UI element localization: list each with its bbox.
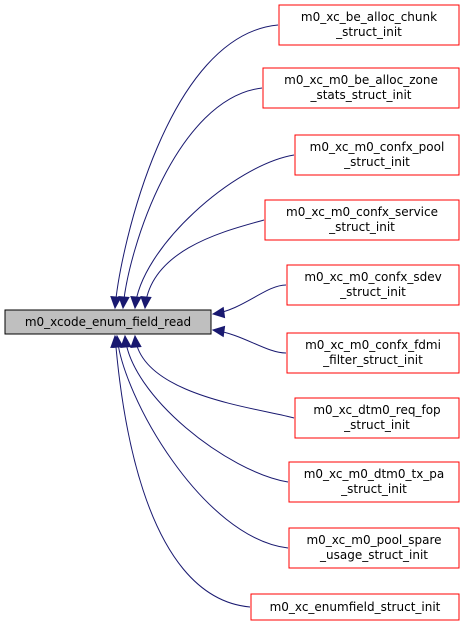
caller-node-box bbox=[288, 527, 460, 569]
caller-node-m0-xc-m0-be-alloc-zone-stats-struct-init[interactable]: m0_xc_m0_be_alloc_zone_stats_struct_init bbox=[262, 67, 460, 109]
call-edge bbox=[134, 335, 295, 419]
caller-node-label: _stats_struct_init bbox=[309, 88, 411, 102]
call-edge bbox=[114, 335, 251, 608]
focus-node-box bbox=[4, 309, 212, 335]
caller-node-m0-xc-dtm0-req-fop-struct-init[interactable]: m0_xc_dtm0_req_fop_struct_init bbox=[294, 397, 460, 439]
caller-node-box bbox=[286, 264, 460, 306]
caller-node-label: m0_xc_m0_confx_fdmi bbox=[305, 338, 441, 352]
call-edge bbox=[124, 335, 289, 483]
graph-nodes: m0_xcode_enum_field_read m0_xc_be_alloc_… bbox=[4, 4, 460, 621]
caller-node-m0-xc-m0-confx-pool-struct-init[interactable]: m0_xc_m0_confx_pool_struct_init bbox=[294, 134, 460, 176]
caller-node-label: _struct_init bbox=[340, 482, 407, 496]
caller-node-box bbox=[288, 461, 460, 503]
caller-node-box bbox=[286, 332, 460, 374]
caller-node-m0-xc-m0-dtm0-tx-pa-struct-init[interactable]: m0_xc_m0_dtm0_tx_pa_struct_init bbox=[288, 461, 460, 503]
call-edge bbox=[122, 87, 263, 309]
edge-arrowhead bbox=[211, 306, 226, 319]
caller-node-m0-xc-m0-confx-fdmi-filter-struct-init[interactable]: m0_xc_m0_confx_fdmi_filter_struct_init bbox=[286, 332, 460, 374]
edge-arrowhead bbox=[140, 296, 152, 310]
caller-node-label: m0_xc_m0_be_alloc_zone bbox=[284, 73, 438, 87]
caller-node-box bbox=[262, 67, 460, 109]
call-edges bbox=[110, 24, 295, 608]
edge-arrowhead bbox=[130, 334, 142, 348]
call-edge bbox=[134, 154, 295, 309]
edge-arrowhead bbox=[118, 296, 130, 310]
caller-node-label: _struct_init bbox=[335, 25, 402, 39]
caller-node-label: m0_xc_m0_dtm0_tx_pa bbox=[304, 467, 445, 481]
caller-node-m0-xc-enumfield-struct-init[interactable]: m0_xc_enumfield_struct_init bbox=[250, 593, 460, 621]
call-edge bbox=[114, 24, 279, 309]
caller-node-box bbox=[294, 397, 460, 439]
caller-node-box bbox=[264, 199, 460, 241]
caller-node-label: m0_xc_enumfield_struct_init bbox=[270, 600, 441, 614]
caller-node-m0-xc-m0-confx-sdev-struct-init[interactable]: m0_xc_m0_confx_sdev_struct_init bbox=[286, 264, 460, 306]
caller-node-box bbox=[278, 4, 460, 46]
call-edge bbox=[116, 335, 289, 549]
caller-node-label: _usage_struct_init bbox=[319, 548, 428, 562]
edge-arrowhead bbox=[211, 325, 226, 338]
caller-node-label: _struct_init bbox=[343, 155, 410, 169]
caller-node-label: m0_xc_m0_confx_service bbox=[286, 205, 438, 219]
caller-node-label: m0_xc_m0_pool_spare bbox=[306, 533, 441, 547]
caller-node-box bbox=[294, 134, 460, 176]
caller-node-m0-xc-m0-pool-spare-usage-struct-init[interactable]: m0_xc_m0_pool_spare_usage_struct_init bbox=[288, 527, 460, 569]
caller-node-box bbox=[250, 593, 460, 621]
focus-node[interactable]: m0_xcode_enum_field_read bbox=[4, 309, 212, 335]
caller-node-label: _struct_init bbox=[339, 285, 406, 299]
caller-node-m0-xc-m0-confx-service-struct-init[interactable]: m0_xc_m0_confx_service_struct_init bbox=[264, 199, 460, 241]
edge-arrowhead bbox=[110, 296, 122, 310]
edge-arrowhead bbox=[130, 296, 142, 310]
caller-node-label: _struct_init bbox=[328, 220, 395, 234]
call-edge bbox=[144, 219, 265, 309]
caller-node-label: m0_xc_m0_confx_pool bbox=[310, 140, 445, 154]
edge-arrowhead bbox=[110, 334, 122, 348]
edge-arrowhead bbox=[120, 334, 132, 348]
caller-node-label: _filter_struct_init bbox=[322, 353, 423, 367]
caller-node-label: m0_xc_m0_confx_sdev bbox=[304, 270, 441, 284]
caller-node-m0-xc-be-alloc-chunk-struct-init[interactable]: m0_xc_be_alloc_chunk_struct_init bbox=[278, 4, 460, 46]
caller-node-label: m0_xc_dtm0_req_fop bbox=[313, 403, 440, 417]
caller-node-label: m0_xc_be_alloc_chunk bbox=[301, 10, 437, 24]
caller-node-label: _struct_init bbox=[343, 418, 410, 432]
focus-node-label: m0_xcode_enum_field_read bbox=[25, 315, 191, 329]
